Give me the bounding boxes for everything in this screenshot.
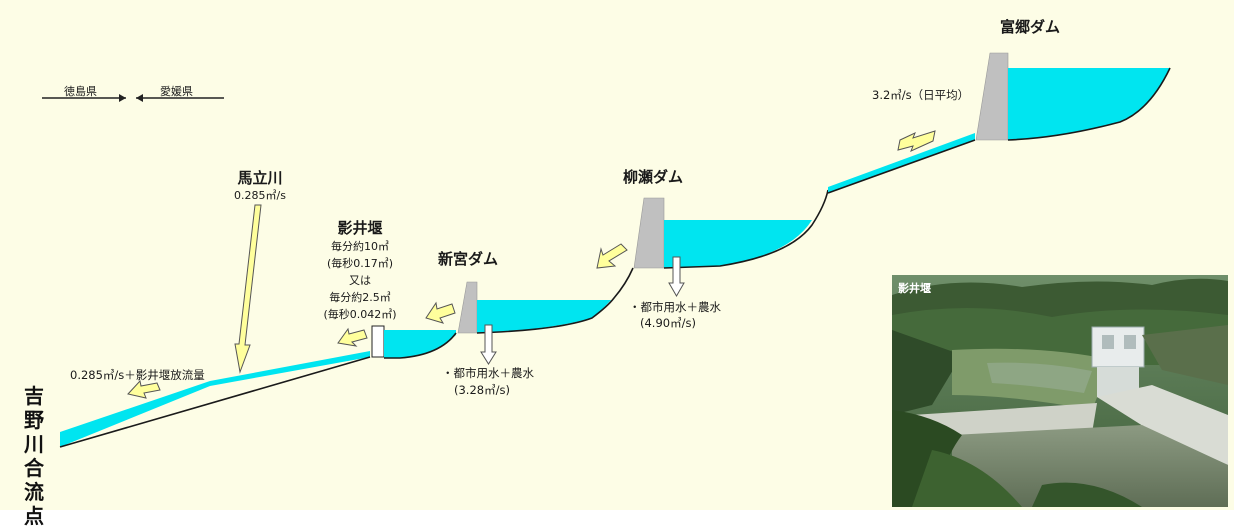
kagei-weir-photo: 影井堰 — [892, 275, 1228, 507]
kagei-weir-block: 影井堰 毎分約10㎥ (毎秒0.17㎥) 又は 毎分約2.5㎥ (毎秒0.042… — [305, 219, 415, 323]
kagei-reservoir — [384, 330, 456, 358]
withdrawal-arrows — [480, 256, 685, 365]
umatate-block: 馬立川 0.285㎥/s — [215, 168, 305, 204]
kagei-weir-line1: 毎分約10㎥ — [331, 240, 389, 253]
border-arrows — [42, 94, 224, 102]
ehime-label: 愛媛県 — [160, 85, 193, 98]
tomisato-flow: 3.2㎥/s（日平均） — [872, 88, 970, 102]
yanase-use-flow: (4.90㎥/s) — [640, 316, 696, 330]
shingu-use: ・都市用水＋農水 — [442, 366, 534, 380]
flow-arrow-tomisato — [897, 130, 936, 152]
shingu-dam-body — [457, 281, 478, 334]
withdrawal-arrow-yanase — [668, 256, 685, 298]
shingu-reservoir — [477, 300, 611, 333]
flow-arrow-outflow — [127, 379, 161, 399]
tomisato-reservoir — [1008, 68, 1170, 140]
umatate-name: 馬立川 — [237, 169, 283, 187]
shingu-use-flow: (3.28㎥/s) — [454, 383, 510, 397]
tomisato-dam-name: 富郷ダム — [1000, 18, 1061, 36]
flow-arrow-yanase — [596, 243, 628, 269]
river-profile-diagram — [42, 52, 1171, 448]
river-channel-upper — [828, 133, 975, 193]
river-channel-lower — [60, 381, 210, 447]
kagei-weir-structure — [371, 325, 385, 358]
flow-arrows — [127, 130, 936, 399]
weir-photo-image — [892, 275, 1228, 507]
river-channel-mid — [210, 351, 370, 386]
confluence-label: 吉野川合流点 — [24, 384, 44, 528]
yanase-reservoir — [664, 220, 812, 268]
kagei-weir-line3: 又は — [349, 274, 371, 287]
shingu-dam-name: 新宮ダム — [438, 250, 499, 268]
flow-arrow-shingu — [425, 301, 456, 324]
kagei-weir-name: 影井堰 — [337, 219, 383, 237]
withdrawal-arrow-shingu — [480, 324, 497, 365]
tokushima-label: 徳島県 — [64, 85, 97, 98]
kagei-weir-line2: (毎秒0.17㎥) — [326, 257, 394, 270]
kagei-weir-line4: 毎分約2.5㎥ — [329, 291, 391, 304]
outflow-note: 0.285㎥/s＋影井堰放流量 — [70, 368, 205, 382]
yanase-use: ・都市用水＋農水 — [629, 300, 721, 314]
tomisato-dam-body — [975, 52, 1009, 141]
yanase-dam-name: 柳瀬ダム — [623, 168, 684, 186]
kagei-weir-line5: (毎秒0.042㎥) — [323, 308, 397, 321]
yanase-dam-body — [633, 197, 665, 269]
umatate-flow: 0.285㎥/s — [234, 189, 286, 202]
photo-caption: 影井堰 — [898, 282, 931, 295]
flow-arrow-kagei — [337, 327, 368, 347]
umatate-inflow-arrow — [234, 204, 262, 374]
